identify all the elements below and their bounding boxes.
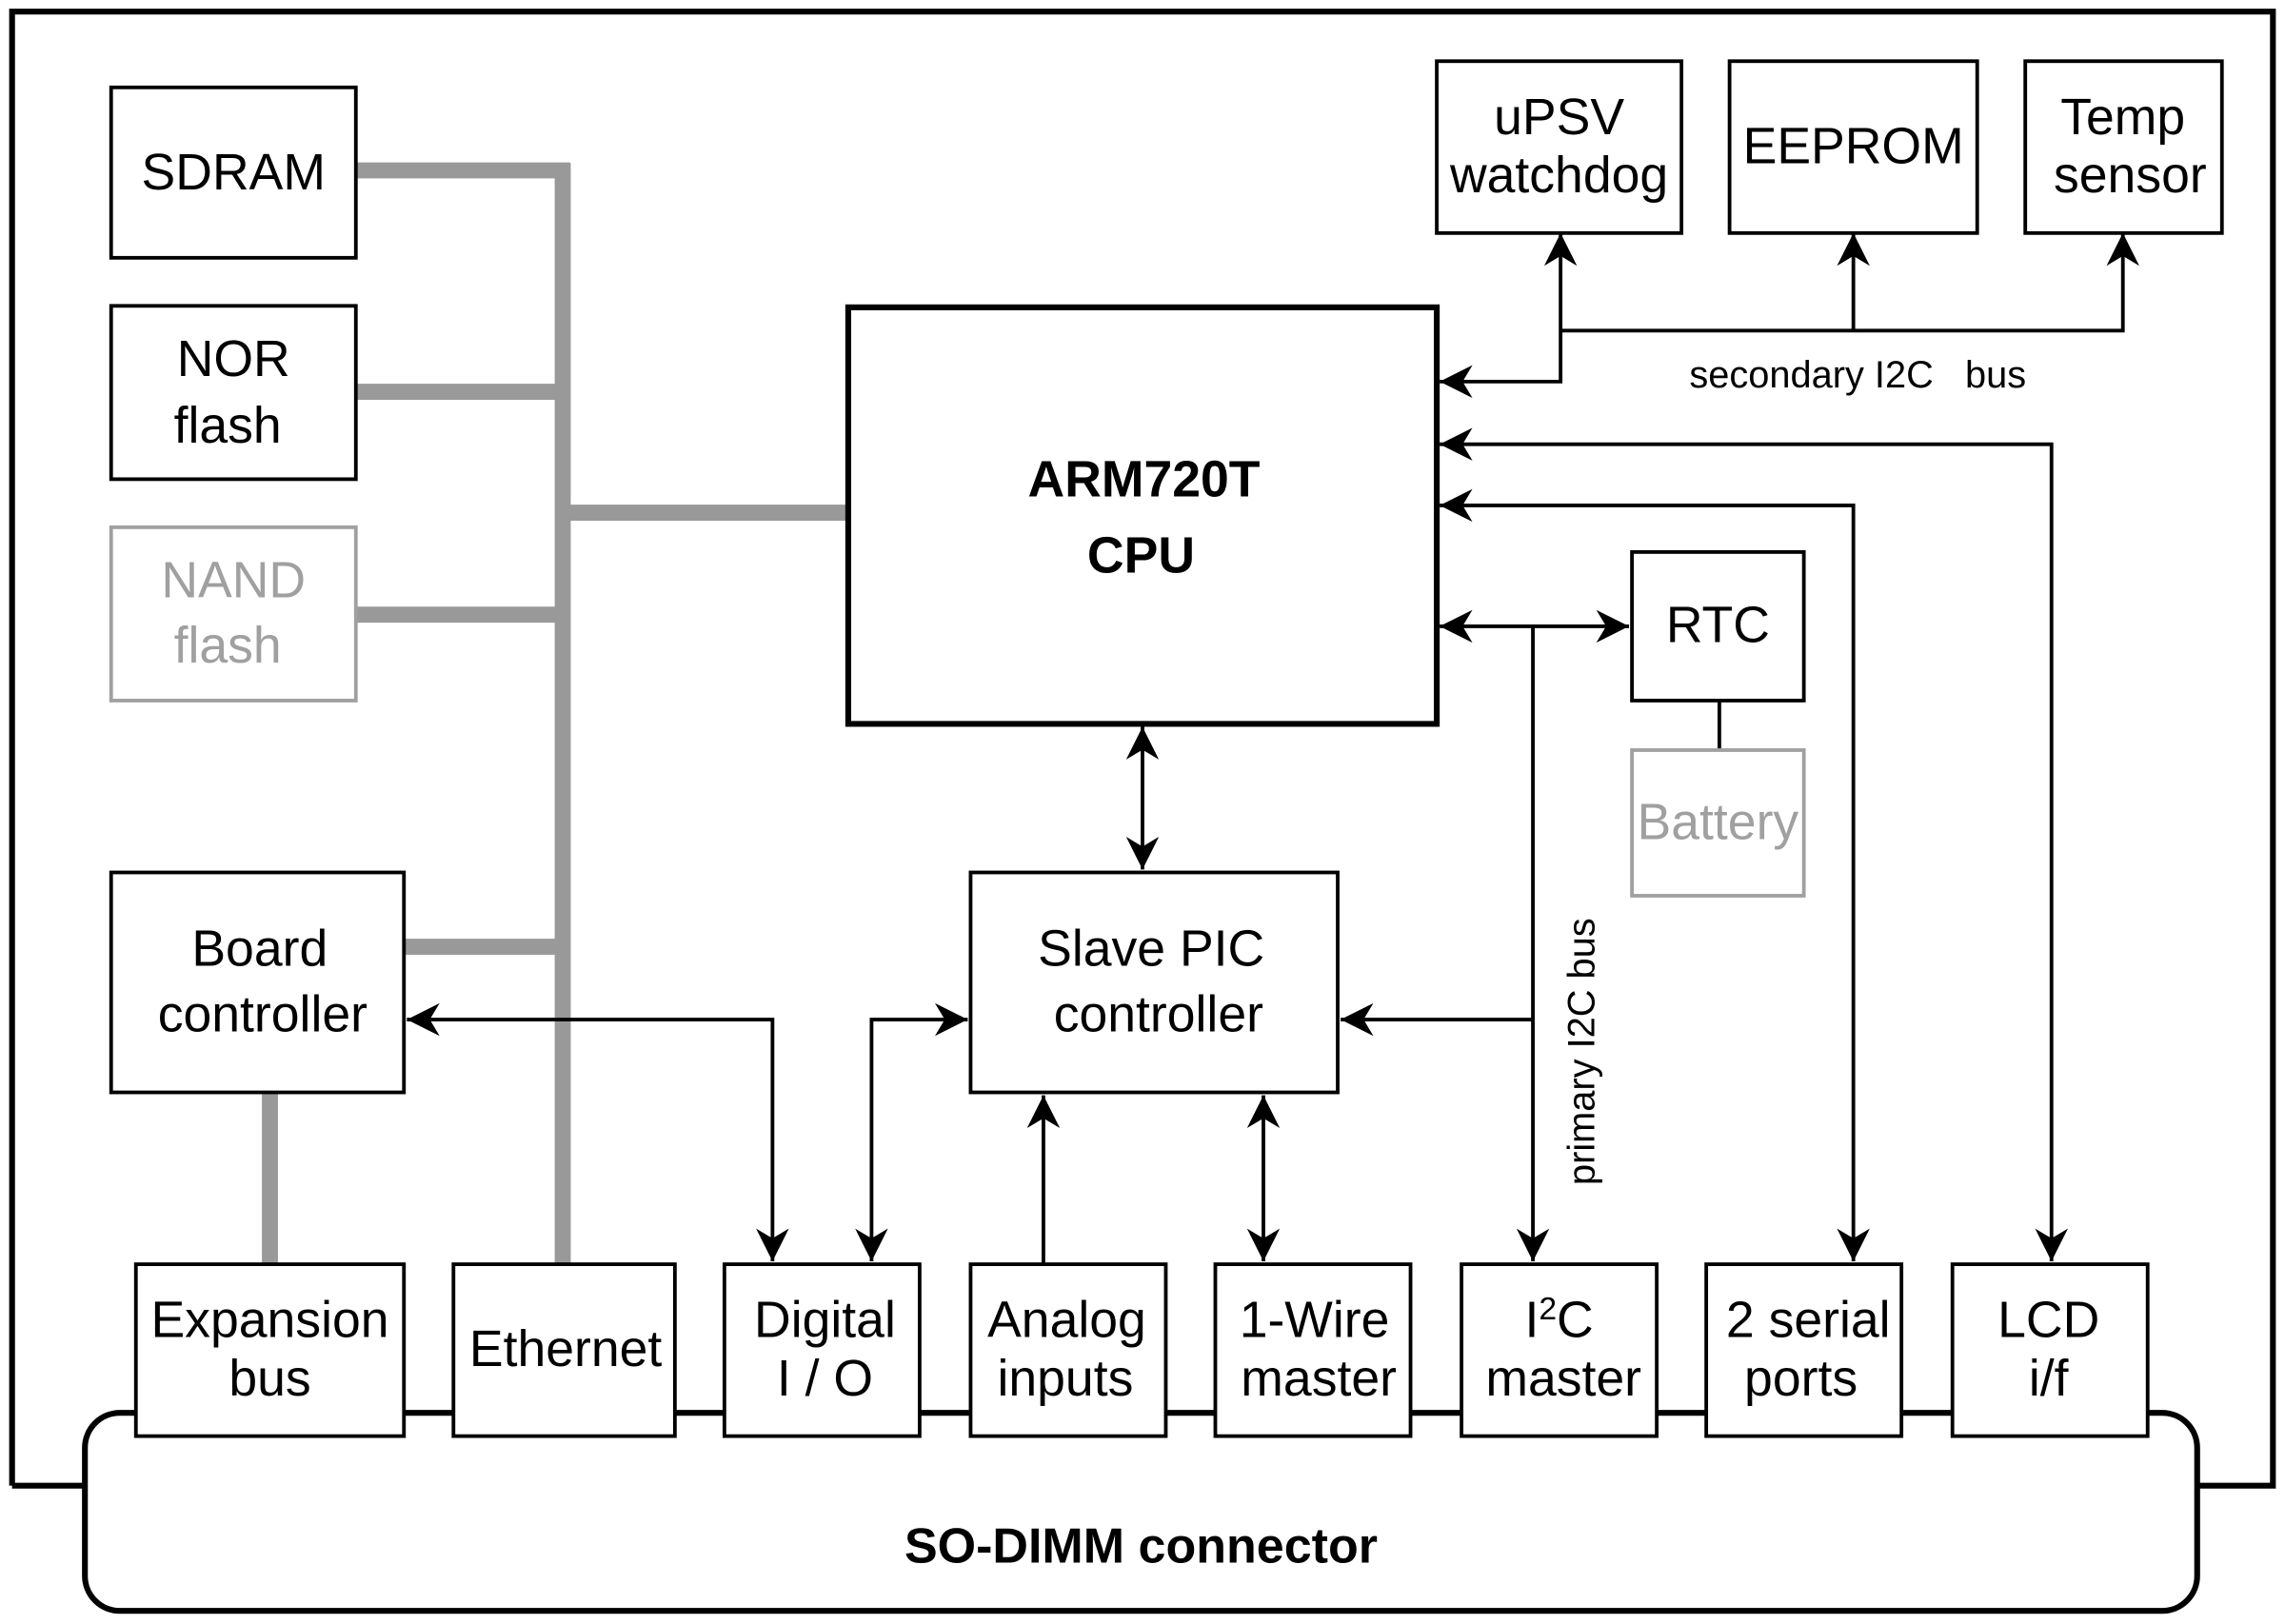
svg-text:controller: controller xyxy=(158,986,368,1042)
ethernet-block: Ethernet xyxy=(451,1262,677,1438)
temp-sensor-block: Temp sensor xyxy=(2023,59,2224,235)
battery-block: Battery xyxy=(1630,748,1806,898)
svg-text:Analog: Analog xyxy=(987,1293,1146,1349)
one-wire-master-block: 1-Wire master xyxy=(1213,1262,1413,1438)
svg-text:NOR: NOR xyxy=(177,331,290,387)
digital-io-block: Digital I / O xyxy=(722,1262,922,1438)
svg-text:master: master xyxy=(1485,1351,1641,1407)
svg-text:NAND: NAND xyxy=(161,552,306,608)
svg-text:ARM720T: ARM720T xyxy=(1028,452,1261,508)
so-dimm-connector xyxy=(82,1410,2200,1614)
slave-pic-block: Slave PIC controller xyxy=(968,870,1340,1095)
serial-ports-block: 2 serial ports xyxy=(1704,1262,1904,1438)
svg-text:flash: flash xyxy=(174,618,282,674)
svg-text:Battery: Battery xyxy=(1638,794,1799,850)
svg-text:master: master xyxy=(1241,1351,1397,1407)
svg-text:2 serial: 2 serial xyxy=(1726,1293,1891,1349)
board-controller-block: Board controller xyxy=(109,870,407,1095)
lcd-interface-block: LCD i/f xyxy=(1950,1262,2150,1438)
cpu-block: ARM720T CPU xyxy=(844,304,1441,727)
svg-text:Expansion: Expansion xyxy=(150,1293,388,1349)
svg-text:Ethernet: Ethernet xyxy=(469,1321,663,1377)
svg-text:I2C: I2C xyxy=(1524,1292,1593,1348)
svg-text:CPU: CPU xyxy=(1087,527,1195,584)
sdram-block: SDRAM xyxy=(109,85,358,260)
svg-text:controller: controller xyxy=(1054,986,1263,1042)
svg-text:Temp: Temp xyxy=(2060,89,2185,146)
svg-text:RTC: RTC xyxy=(1666,598,1770,654)
secondary-bus-label: secondary I2C bus xyxy=(1689,354,2026,396)
board-outline xyxy=(9,9,2276,1489)
svg-text:watchdog: watchdog xyxy=(1449,148,1668,204)
svg-text:ports: ports xyxy=(1744,1351,1858,1407)
nand-flash-block: NAND flash xyxy=(109,525,358,703)
svg-text:Board: Board xyxy=(191,921,328,977)
svg-text:1-Wire: 1-Wire xyxy=(1240,1293,1390,1349)
svg-text:LCD: LCD xyxy=(1997,1293,2099,1349)
svg-text:i/f: i/f xyxy=(2029,1351,2069,1407)
svg-text:uPSV: uPSV xyxy=(1494,89,1624,146)
svg-text:inputs: inputs xyxy=(997,1351,1133,1407)
i2c-master-block: I2C master xyxy=(1460,1262,1659,1438)
connector-label: SO-DIMM connector xyxy=(904,1519,1378,1574)
svg-text:sensor: sensor xyxy=(2054,148,2207,204)
svg-text:flash: flash xyxy=(174,398,282,454)
svg-text:SDRAM: SDRAM xyxy=(142,145,326,201)
analog-inputs-block: Analog inputs xyxy=(968,1262,1168,1438)
primary-bus-label: primary I2C bus xyxy=(1560,918,1602,1185)
nor-flash-block: NOR flash xyxy=(109,304,358,482)
memory-bus xyxy=(262,162,848,1268)
svg-text:EEPROM: EEPROM xyxy=(1743,118,1964,174)
svg-text:Slave PIC: Slave PIC xyxy=(1038,921,1264,977)
svg-text:I / O: I / O xyxy=(777,1351,873,1407)
svg-text:bus: bus xyxy=(228,1351,310,1407)
expansion-bus-block: Expansion bus xyxy=(133,1262,407,1438)
svg-text:Digital: Digital xyxy=(754,1293,896,1349)
connections xyxy=(407,232,2139,1265)
rtc-block: RTC xyxy=(1630,549,1806,703)
eeprom-block: EEPROM xyxy=(1727,59,1979,235)
watchdog-block: uPSV watchdog xyxy=(1435,59,1684,235)
